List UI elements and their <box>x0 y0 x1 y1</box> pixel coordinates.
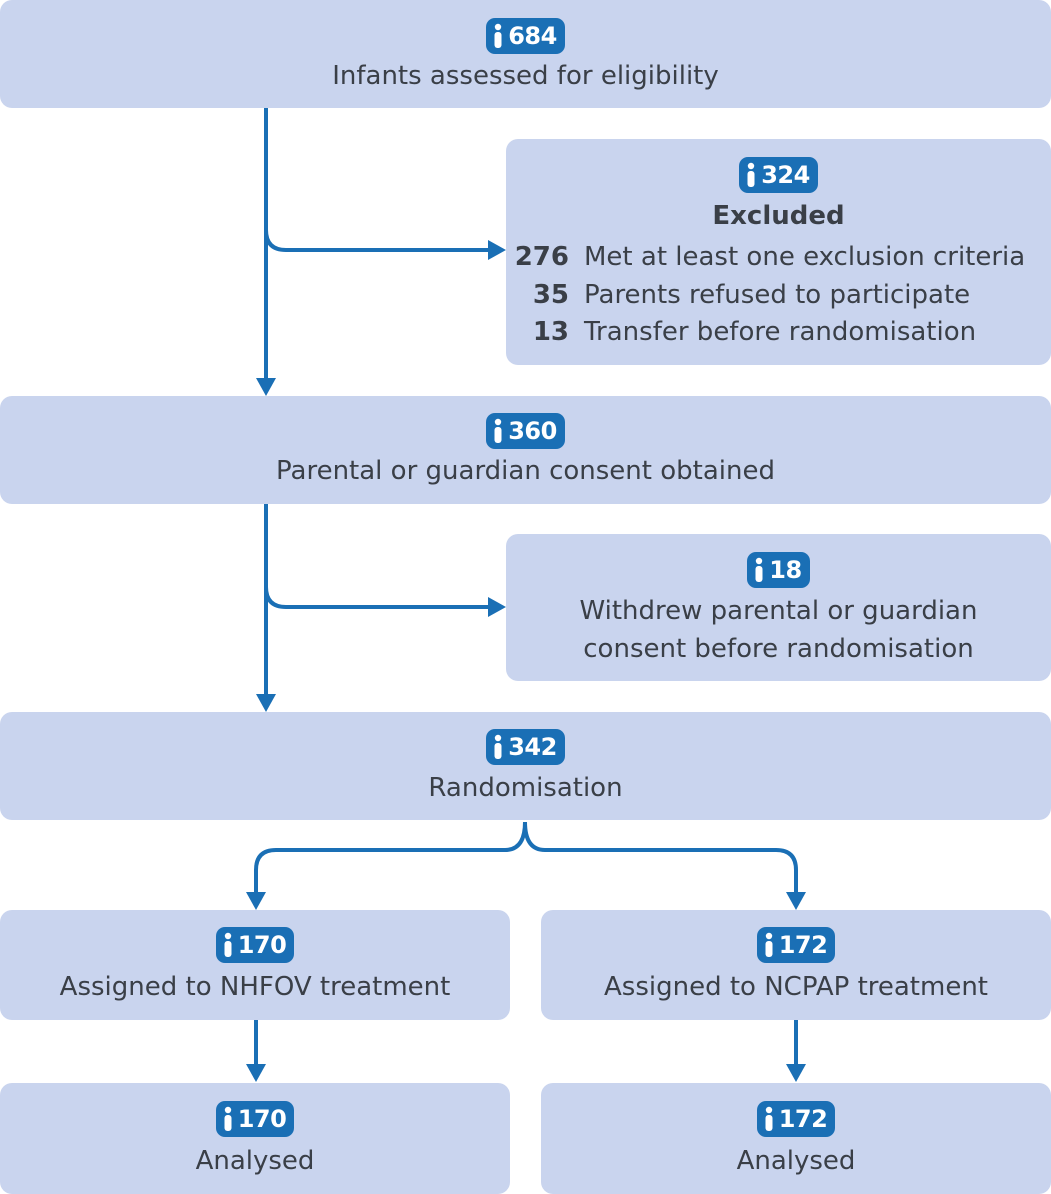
count-value: 172 <box>778 1105 828 1133</box>
person-icon <box>224 932 232 957</box>
box-label: Assigned to NCPAP treatment <box>604 972 988 1002</box>
person-icon <box>765 932 773 957</box>
arrowhead-randomisation <box>256 694 276 712</box>
count-value: 170 <box>237 1105 287 1133</box>
count-badge: 342 <box>486 729 565 765</box>
person-icon <box>755 557 763 582</box>
box-label: Assigned to NHFOV treatment <box>59 972 451 1002</box>
count-value: 324 <box>761 161 810 189</box>
reason-text: Transfer before randomisation <box>584 317 977 347</box>
arrowhead-ncpap <box>786 892 806 910</box>
count-value: 170 <box>237 931 287 959</box>
count-badge: 324 <box>739 157 818 193</box>
box-label-line-1: Withdrew parental or guardian <box>579 596 978 626</box>
consent-box: 360 Parental or guardian consent obtaine… <box>0 396 1051 504</box>
exclusion-reason-row: 35 Parents refused to participate <box>506 276 1051 314</box>
reason-text: Met at least one exclusion criteria <box>584 242 1026 272</box>
count-value: 18 <box>769 556 802 584</box>
box-label: Analysed <box>195 1146 315 1176</box>
exclusion-reason-row: 13 Transfer before randomisation <box>506 313 1051 351</box>
box-label: Parental or guardian consent obtained <box>276 456 775 486</box>
arrow-to-withdrew <box>264 586 490 609</box>
arrowhead-ncpap-analysed <box>786 1064 806 1082</box>
arrowhead-nhfov-analysed <box>246 1064 266 1082</box>
person-icon <box>494 23 502 48</box>
arrowhead-excluded <box>488 240 506 260</box>
reason-count: 276 <box>514 242 569 272</box>
count-badge: 170 <box>215 1101 295 1137</box>
box-label: Infants assessed for eligibility <box>332 61 719 91</box>
reason-count: 13 <box>532 317 569 347</box>
person-icon <box>765 1106 773 1131</box>
arrowhead-nhfov <box>246 892 266 910</box>
box-label: Randomisation <box>428 773 623 803</box>
withdrew-box: 18 Withdrew parental or guardian consent… <box>506 534 1051 681</box>
count-badge: 18 <box>747 552 810 588</box>
count-value: 360 <box>508 417 557 445</box>
ncpap-analysed-box: 172 Analysed <box>541 1083 1051 1194</box>
count-badge: 172 <box>756 927 836 963</box>
box-label: Analysed <box>736 1146 856 1176</box>
exclusion-reason-row: 276 Met at least one exclusion criteria <box>506 238 1051 276</box>
count-badge: 360 <box>486 413 565 449</box>
arrow-to-excluded <box>264 229 490 252</box>
eligibility-box: 684 Infants assessed for eligibility <box>0 0 1051 108</box>
count-badge: 170 <box>215 927 295 963</box>
count-badge: 172 <box>756 1101 836 1137</box>
person-icon <box>494 418 502 443</box>
excluded-title: Excluded <box>712 201 845 231</box>
nhfov-analysed-box: 170 Analysed <box>0 1083 510 1194</box>
arrow-randomisation-split-left <box>254 821 527 894</box>
person-icon <box>747 162 755 187</box>
arrowhead-consent <box>256 378 276 396</box>
count-value: 684 <box>508 22 557 50</box>
ncpap-assigned-box: 172 Assigned to NCPAP treatment <box>541 910 1051 1020</box>
randomisation-box: 342 Randomisation <box>0 712 1051 820</box>
count-badge: 684 <box>486 18 565 54</box>
count-value: 172 <box>778 931 828 959</box>
person-icon <box>224 1106 232 1131</box>
person-icon <box>494 734 502 759</box>
excluded-box: 324 Excluded 276 Met at least one exclus… <box>506 139 1051 365</box>
count-value: 342 <box>508 733 557 761</box>
box-label-line-2: consent before randomisation <box>583 634 974 664</box>
arrow-randomisation-split-right <box>523 821 798 894</box>
reason-count: 35 <box>532 280 569 310</box>
reason-text: Parents refused to participate <box>584 280 971 310</box>
arrowhead-withdrew <box>488 597 506 617</box>
nhfov-assigned-box: 170 Assigned to NHFOV treatment <box>0 910 510 1020</box>
